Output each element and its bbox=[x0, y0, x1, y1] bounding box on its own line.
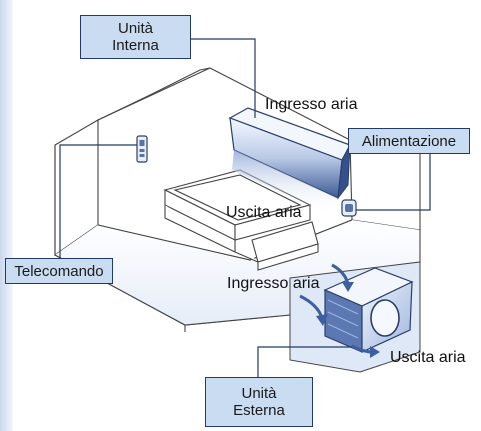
sofa bbox=[163, 169, 319, 271]
callout-indoor-unit-line2: Interna bbox=[112, 37, 159, 54]
callout-remote-label: Telecomando bbox=[14, 262, 104, 280]
remote-controller bbox=[136, 135, 148, 163]
callout-indoor-unit: Unità Interna bbox=[80, 15, 191, 59]
callout-indoor-unit-line1: Unità bbox=[117, 20, 154, 37]
label-outdoor-air-intake: Ingresso aria bbox=[227, 275, 320, 292]
leader-lines bbox=[59, 38, 431, 377]
callout-remote: Telecomando bbox=[5, 258, 113, 284]
side-panel bbox=[0, 0, 13, 431]
airflow-arrows bbox=[299, 263, 380, 358]
indoor-unit bbox=[228, 107, 351, 215]
callout-outdoor-unit-line1: Unità bbox=[241, 385, 277, 402]
power-socket bbox=[341, 199, 357, 217]
callout-outdoor-unit: Unità Esterna bbox=[205, 377, 313, 427]
callout-power-label: Alimentazione bbox=[361, 132, 457, 150]
label-indoor-air-outlet: Uscita aria bbox=[226, 204, 302, 221]
label-outdoor-air-outlet: Uscita aria bbox=[390, 349, 466, 366]
outdoor-unit bbox=[323, 267, 414, 353]
floor bbox=[55, 220, 420, 325]
callout-outdoor-unit-line2: Esterna bbox=[233, 402, 285, 419]
label-indoor-air-intake: Ingresso aria bbox=[265, 96, 358, 113]
callout-power: Alimentazione bbox=[348, 128, 470, 154]
